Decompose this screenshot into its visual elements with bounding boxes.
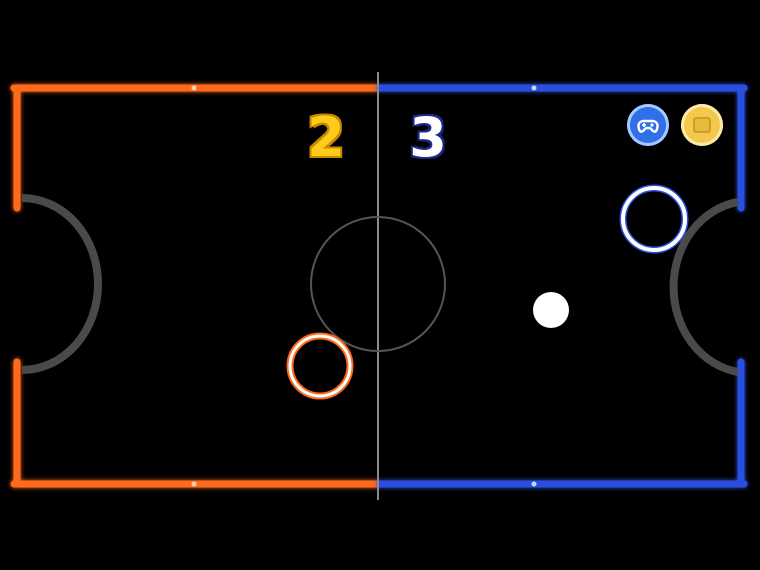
- right-goal-arc: [669, 198, 739, 376]
- gamepad-button[interactable]: [627, 104, 669, 146]
- left-player-mallet-inner: [288, 334, 352, 398]
- pause-icon: [693, 117, 711, 133]
- right-team-walls: [376, 84, 748, 488]
- right-wall-highlights: [531, 85, 537, 487]
- left-wall-highlights: [191, 85, 197, 487]
- puck: [533, 292, 569, 328]
- left-team-score: 2: [307, 106, 345, 169]
- left-goal-arc: [21, 194, 102, 374]
- gamepad-icon: [637, 119, 659, 133]
- right-player-mallet-inner: [621, 186, 687, 252]
- pause-button[interactable]: [681, 104, 723, 146]
- center-circle: [310, 216, 446, 352]
- right-team-score: 3: [409, 106, 447, 169]
